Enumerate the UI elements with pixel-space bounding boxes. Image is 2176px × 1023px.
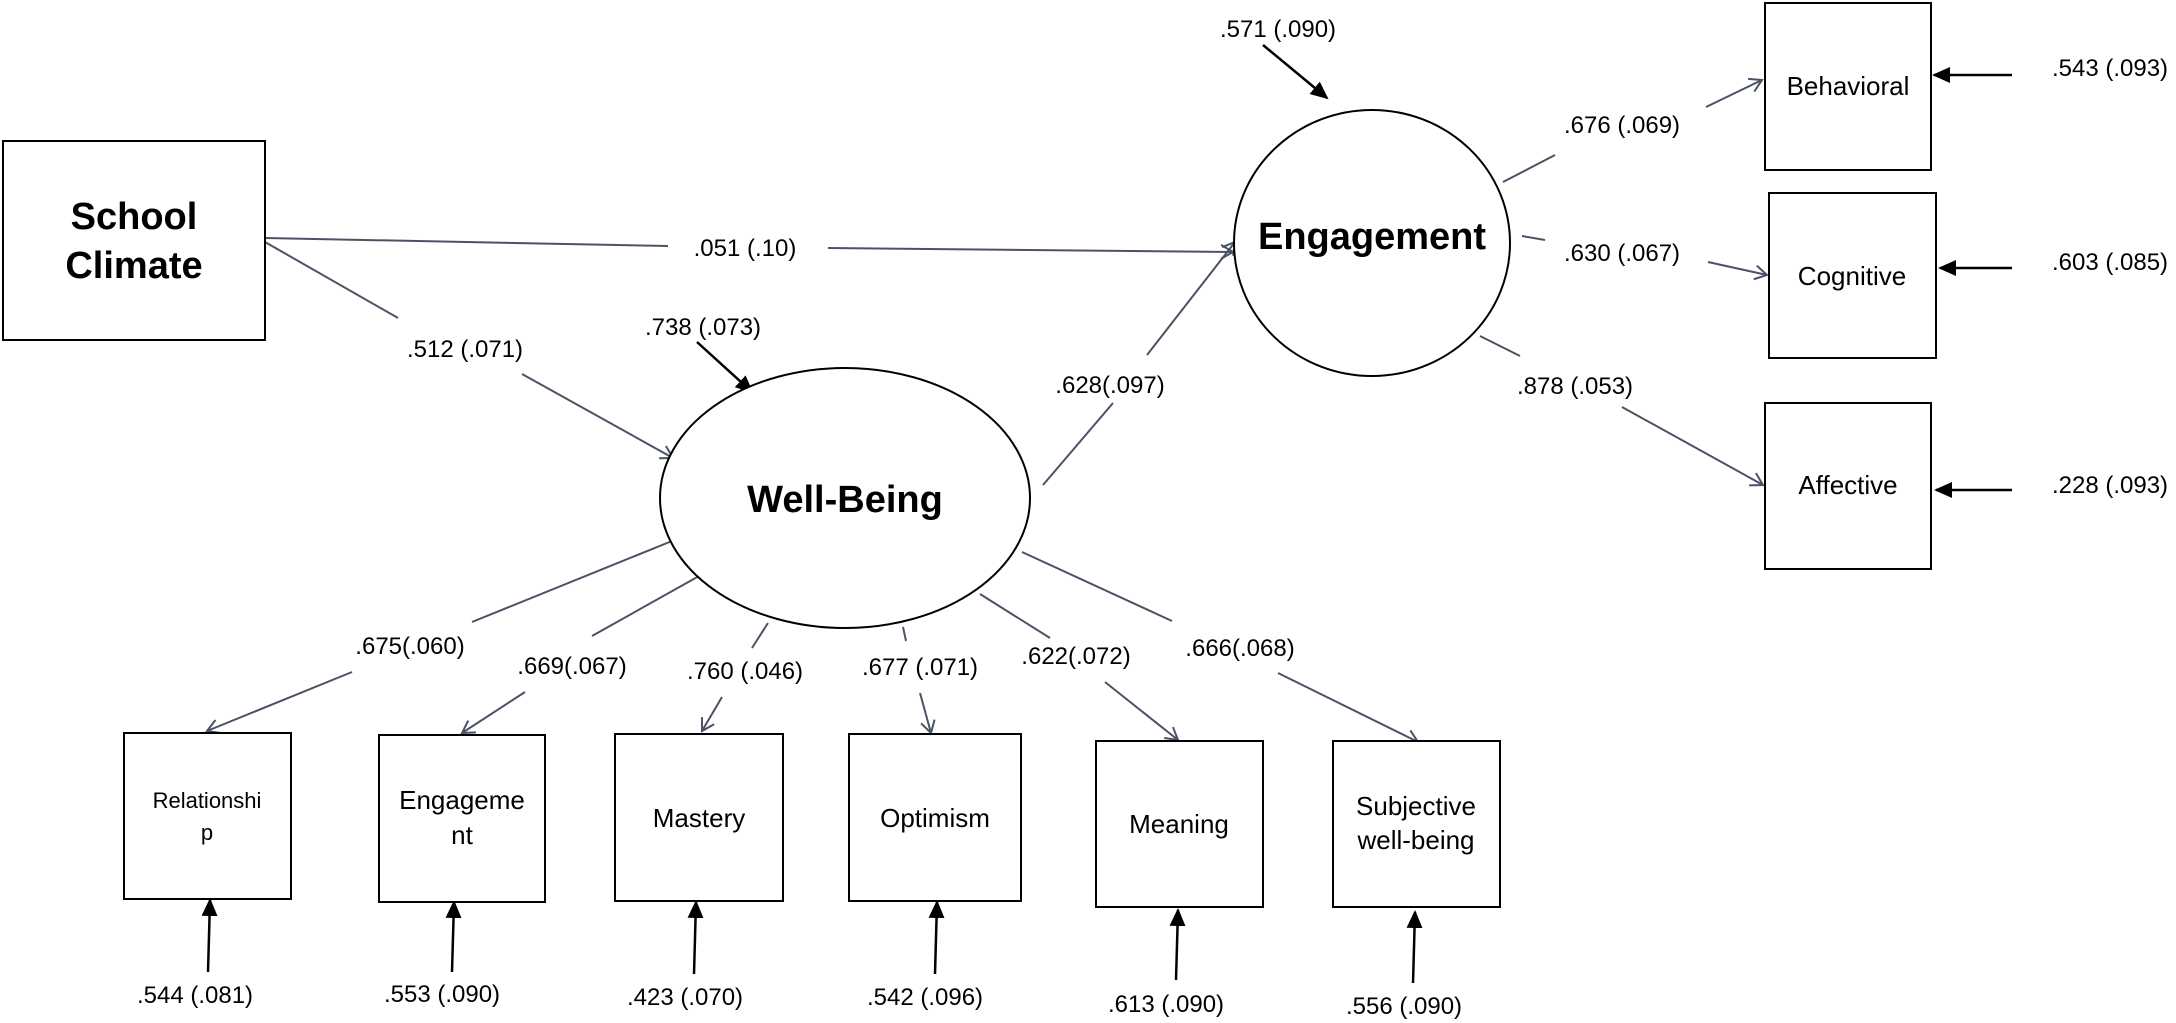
- loading-arrow-subjective-a: [1021, 551, 1173, 622]
- loading-arrow-meaning-a: [979, 593, 1051, 639]
- loading-cognitive: .630 (.067): [1564, 240, 1680, 267]
- engagement-wb-label-line2: nt: [451, 820, 473, 850]
- error-arrow-relationship: [201, 898, 218, 973]
- node-behavioral: Behavioral: [1764, 2, 1932, 171]
- disturbance-arrow-engagement: [1262, 44, 1329, 100]
- error-cognitive: .603 (.085): [2052, 249, 2168, 276]
- loading-arrow-cognitive-a: [1521, 235, 1546, 241]
- loading-arrow-engagement-wb-a: [591, 570, 709, 637]
- well-being-label: Well-Being: [747, 479, 943, 521]
- loading-arrow-subjective-b: [1277, 672, 1420, 744]
- error-arrow-meaning: [1169, 908, 1186, 981]
- node-relationship: Relationshi p: [123, 732, 292, 900]
- label-wellbeing-engagement: .628(.097): [1055, 372, 1164, 399]
- path-climate-wellbeing-a: [264, 241, 399, 319]
- subjective-label-line1: Subjective: [1356, 791, 1476, 821]
- loading-arrow-relationship-b: [205, 671, 353, 734]
- error-relationship: .544 (.081): [137, 982, 253, 1009]
- loading-arrow-behavioral-b: [1705, 77, 1764, 108]
- error-mastery: .423 (.070): [627, 984, 743, 1011]
- path-climate-wellbeing-b: [521, 373, 675, 460]
- error-engagement-wb: .553 (.090): [384, 981, 500, 1008]
- loading-arrow-affective-b: [1621, 406, 1765, 487]
- loading-arrow-affective-a: [1479, 335, 1521, 357]
- loading-arrow-mastery-a: [751, 622, 769, 649]
- loading-arrow-mastery-b: [700, 696, 723, 733]
- loading-arrow-engagement-wb-b: [460, 691, 526, 735]
- loading-arrow-meaning-b: [1104, 681, 1180, 742]
- path-wellbeing-engagement-a: [1042, 402, 1114, 486]
- path-climate-engagement-b: [827, 244, 1235, 260]
- node-engagement-wb: Engageme nt: [378, 734, 546, 903]
- relationship-label-line2: p: [201, 820, 213, 845]
- loading-mastery: .760 (.046): [687, 658, 803, 685]
- loading-arrow-optimism-b: [919, 692, 936, 735]
- meaning-label: Meaning: [1129, 809, 1229, 839]
- engagement-label: Engagement: [1258, 216, 1486, 258]
- mastery-label: Mastery: [653, 803, 745, 833]
- loading-optimism: .677 (.071): [862, 654, 978, 681]
- node-subjective-wellbeing: Subjective well-being: [1332, 740, 1501, 908]
- error-meaning: .613 (.090): [1108, 991, 1224, 1018]
- node-meaning: Meaning: [1095, 740, 1264, 908]
- path-wellbeing-engagement-b: [1146, 240, 1237, 356]
- loading-arrow-cognitive-b: [1707, 261, 1769, 281]
- error-optimism: .542 (.096): [867, 984, 983, 1011]
- node-mastery: Mastery: [614, 733, 784, 902]
- loading-relationship: .675(.060): [355, 633, 464, 660]
- loading-affective: .878 (.053): [1517, 373, 1633, 400]
- error-arrow-optimism: [928, 900, 945, 975]
- behavioral-label: Behavioral: [1787, 71, 1910, 101]
- loading-arrow-optimism-a: [902, 626, 907, 642]
- error-arrow-mastery: [687, 900, 704, 975]
- school-climate-label-line2: Climate: [65, 245, 202, 287]
- loading-arrow-relationship-a: [471, 540, 673, 623]
- path-climate-engagement-a: [264, 237, 669, 247]
- error-arrow-subjective: [1406, 910, 1423, 984]
- disturbance-engagement: .571 (.090): [1220, 16, 1336, 43]
- error-subjective: .556 (.090): [1346, 993, 1462, 1020]
- error-arrow-engagement-wb: [445, 900, 462, 973]
- node-engagement: Engagement: [1233, 109, 1511, 377]
- relationship-label-line1: Relationshi: [153, 788, 262, 813]
- loading-subjective: .666(.068): [1185, 635, 1294, 662]
- loading-engagement-wb: .669(.067): [517, 653, 626, 680]
- node-cognitive: Cognitive: [1768, 192, 1937, 359]
- error-affective: .228 (.093): [2052, 472, 2168, 499]
- node-optimism: Optimism: [848, 733, 1022, 902]
- loading-meaning: .622(.072): [1021, 643, 1130, 670]
- node-school-climate: School Climate: [2, 140, 266, 341]
- disturbance-arrow-wellbeing: [696, 341, 754, 394]
- loading-arrow-behavioral-a: [1502, 154, 1556, 183]
- optimism-label: Optimism: [880, 803, 990, 833]
- engagement-wb-label-line1: Engageme: [399, 785, 525, 815]
- disturbance-wellbeing: .738 (.073): [645, 314, 761, 341]
- cognitive-label: Cognitive: [1798, 261, 1906, 291]
- label-climate-engagement: .051 (.10): [694, 235, 797, 262]
- loading-behavioral: .676 (.069): [1564, 112, 1680, 139]
- label-climate-wellbeing: .512 (.071): [407, 336, 523, 363]
- subjective-label-line2: well-being: [1356, 825, 1474, 855]
- affective-label: Affective: [1798, 470, 1897, 500]
- error-behavioral: .543 (.093): [2052, 55, 2168, 82]
- node-affective: Affective: [1764, 402, 1932, 570]
- node-well-being: Well-Being: [659, 367, 1031, 629]
- school-climate-label-line1: School: [71, 196, 198, 238]
